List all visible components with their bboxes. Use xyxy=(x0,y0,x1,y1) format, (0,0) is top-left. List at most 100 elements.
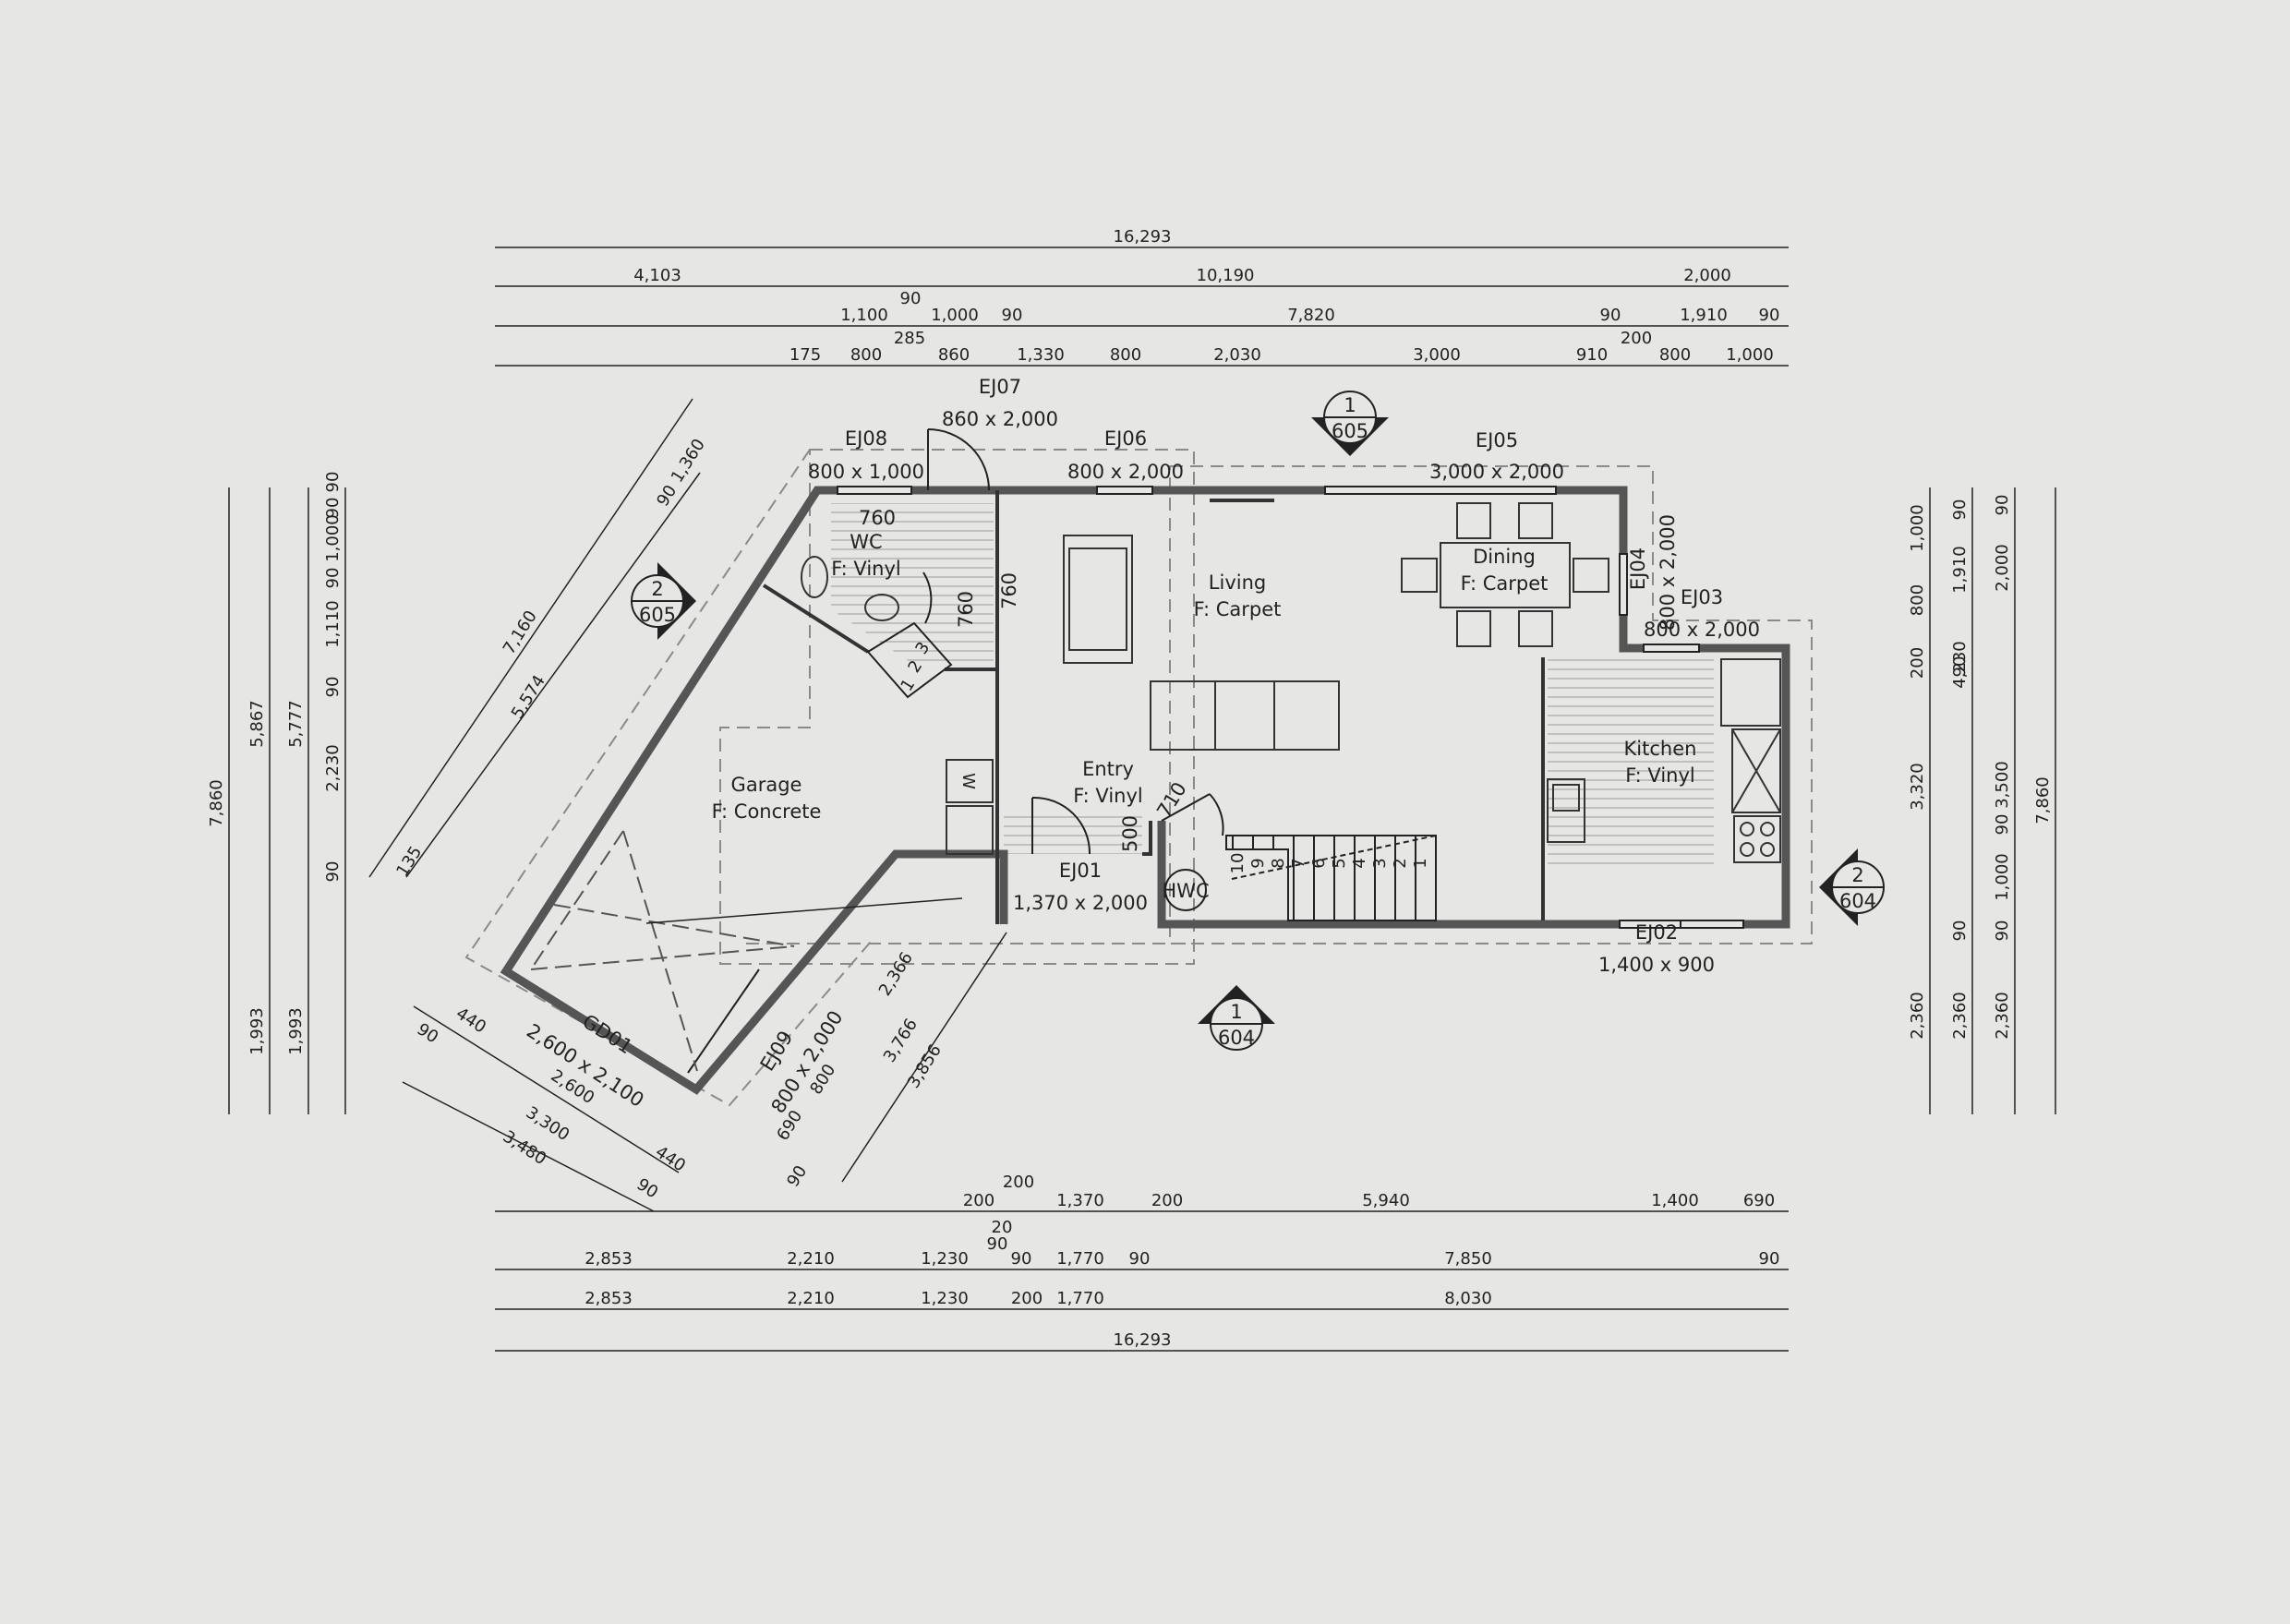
dim-diag-lower_left-7: 90 xyxy=(633,1174,662,1202)
opening-code-ej03: EJ03 xyxy=(1681,586,1723,608)
dim-bottom-r1-4: 1,230 xyxy=(921,1249,969,1269)
dims-left: 7,8605,8671,9935,7771,99390901,000901,11… xyxy=(207,472,343,1055)
dim-right-c2-0: 90 xyxy=(1993,495,2012,516)
dim-right-c0-0: 1,000 xyxy=(1908,504,1927,552)
dim-bottom-r2-0: 2,853 xyxy=(585,1289,633,1308)
section-marker-number: 1 xyxy=(1230,1001,1242,1023)
dim-bottom-r0-1: 200 xyxy=(1003,1173,1034,1192)
room-name-kitchen: Kitchen xyxy=(1624,738,1697,760)
dim-left-c3-2: 1,000 xyxy=(323,514,343,562)
dim-left-c3-0: 90 xyxy=(323,472,343,493)
stair-number-1: 1 xyxy=(1411,858,1430,868)
dim-right-c0-3: 3,320 xyxy=(1908,763,1927,811)
small-dim-2: 760 xyxy=(998,572,1020,609)
small-dim-1: 760 xyxy=(955,591,977,628)
wc-step xyxy=(866,621,953,699)
opening-code-ej05: EJ05 xyxy=(1476,429,1518,451)
section-marker-sheet: 604 xyxy=(1839,890,1876,912)
room-name-entry: Entry xyxy=(1082,758,1134,780)
dims-right: 1,0008002003,3202,360901,910904,230902,3… xyxy=(1908,495,2053,1040)
room-floor-living: F: Carpet xyxy=(1194,598,1282,620)
dim-left-c3-4: 1,110 xyxy=(323,600,343,648)
opening-code-ej07: EJ07 xyxy=(979,376,1021,398)
opening-size-ej02: 1,400 x 900 xyxy=(1598,954,1715,976)
dim-left-c3-1: 90 xyxy=(323,498,343,519)
dim-top-r3-5: 800 xyxy=(1110,345,1141,365)
doors xyxy=(687,428,1224,1074)
dim-top-r2-0: 1,100 xyxy=(840,306,888,325)
dim-right-c3-0: 7,860 xyxy=(2033,776,2053,824)
hwc-symbol xyxy=(1164,869,1207,911)
section-marker-sheet: 605 xyxy=(639,604,676,626)
dim-top-r3-8: 910 xyxy=(1576,345,1608,365)
kitchen-cooktop xyxy=(1733,815,1781,863)
stair-number-9: 9 xyxy=(1248,858,1268,868)
stair-number-4: 4 xyxy=(1350,858,1369,868)
dim-diag-lower_left-2: 90 xyxy=(414,1019,442,1047)
dim-right-c2-2: 90 xyxy=(1993,814,2012,836)
hwc-label: HWC xyxy=(1162,880,1209,902)
dim-bottom-r1-5: 90 xyxy=(1011,1249,1032,1269)
dim-bottom-r1-1: 90 xyxy=(987,1234,1008,1254)
dim-right-c1-0: 90 xyxy=(1950,499,1970,521)
dim-bottom-r0-0: 200 xyxy=(963,1191,994,1210)
furniture xyxy=(801,499,1781,863)
dim-top-r3-6: 2,030 xyxy=(1213,345,1261,365)
dim-right-c2-3: 90 xyxy=(1993,920,2012,942)
dim-bottom-r2-1: 2,210 xyxy=(787,1289,835,1308)
windows xyxy=(837,486,1744,929)
opening-size-ej01: 1,370 x 2,000 xyxy=(1013,892,1148,914)
opening-code-ej06: EJ06 xyxy=(1104,427,1147,450)
stair-number-7: 7 xyxy=(1289,858,1308,868)
dimension-lines xyxy=(228,247,2056,1352)
small-dim-0: 760 xyxy=(859,507,896,529)
dim-right-c2-1: 1,000 xyxy=(1993,853,2012,901)
rotated-label-0: EJ04 xyxy=(1627,547,1649,590)
rotated-label-2: GD01 xyxy=(578,1010,636,1058)
dim-top-r3-3: 860 xyxy=(938,345,970,365)
dim-diag-lower_left-0: 440 xyxy=(452,1004,489,1037)
dim-top-r2-5: 90 xyxy=(1600,306,1621,325)
dim-right-c1-2: 90 xyxy=(1950,656,1970,678)
dim-diag-upper_left-1: 5,574 xyxy=(508,672,549,723)
dim-top-r2-2: 1,000 xyxy=(931,306,979,325)
room-floor-dining: F: Carpet xyxy=(1461,572,1549,595)
w-label: W xyxy=(958,773,978,789)
dim-diag-upper_left-4: 135 xyxy=(392,843,426,880)
dim-top-r3-4: 1,330 xyxy=(1017,345,1065,365)
dim-diag-lower_left-5: 440 xyxy=(652,1142,689,1175)
dim-right-c1-1: 1,910 xyxy=(1950,546,1970,594)
dim-left-c3-3: 90 xyxy=(323,568,343,589)
dim-top-r3-9: 200 xyxy=(1621,329,1652,348)
dim-diag-upper_left-2: 1,360 xyxy=(668,436,709,487)
dim-top-r3-1: 175 xyxy=(789,345,821,365)
dim-top-r1-2: 2,000 xyxy=(1683,266,1731,285)
opening-code-ej08: EJ08 xyxy=(845,427,887,450)
dim-bottom-r1-0: 20 xyxy=(992,1218,1013,1237)
room-name-living: Living xyxy=(1209,571,1266,594)
room-name-garage: Garage xyxy=(731,774,802,796)
opening-size-ej05: 3,000 x 2,000 xyxy=(1429,461,1564,483)
kitchen-fridge xyxy=(1720,658,1781,727)
small-dim-4: 710 xyxy=(1152,778,1191,822)
stair-number-6: 6 xyxy=(1309,858,1329,868)
exterior-walls xyxy=(500,486,1790,1095)
garage-door-lines xyxy=(530,830,795,1072)
dining-table xyxy=(1440,542,1571,608)
dim-right-c2-6: 2,360 xyxy=(1993,992,2012,1040)
section-marker-number: 2 xyxy=(651,578,663,600)
room-floor-entry: F: Vinyl xyxy=(1073,785,1143,807)
opening-size-ej08: 800 x 1,000 xyxy=(808,461,924,483)
dim-diag-lower_right-5: 90 xyxy=(783,1162,811,1191)
floor-hatching xyxy=(831,503,1714,870)
stair-number-8: 8 xyxy=(1269,858,1288,868)
laundry-tub xyxy=(946,805,994,855)
dim-top-r2-4: 7,820 xyxy=(1287,306,1335,325)
dim-top-r3-10: 800 xyxy=(1659,345,1691,365)
dim-bottom-r0-5: 1,400 xyxy=(1651,1191,1699,1210)
wc-toilet xyxy=(801,556,828,598)
